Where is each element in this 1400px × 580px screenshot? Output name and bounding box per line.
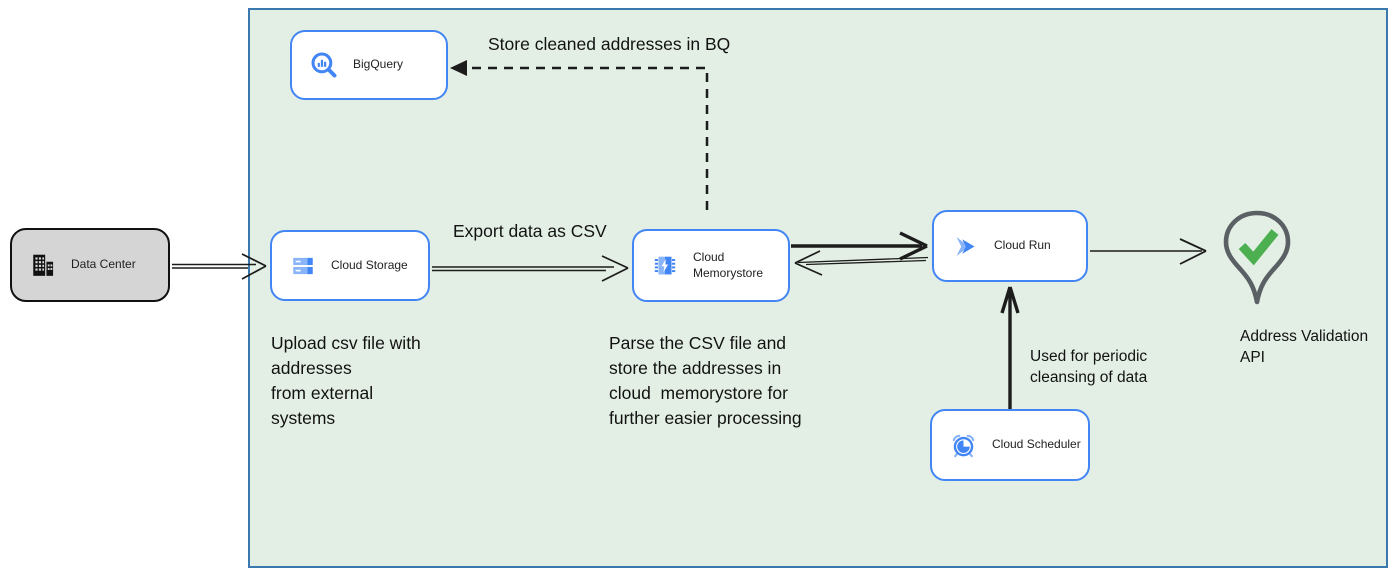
building-icon: [30, 252, 56, 278]
annotation-export-csv: Export data as CSV: [453, 221, 607, 241]
annotation-store-bq: Store cleaned addresses in BQ: [488, 34, 731, 54]
node-bigquery[interactable]: BigQuery: [290, 30, 448, 100]
node-cloud-run-label: Cloud Run: [994, 238, 1051, 253]
address-validation-label: Address Validation API: [1240, 328, 1369, 366]
node-bigquery-label: BigQuery: [353, 57, 404, 72]
node-cloud-scheduler-label: Cloud Scheduler: [992, 437, 1081, 452]
memorystore-chip-icon: [652, 253, 678, 279]
node-cloud-run[interactable]: Cloud Run: [932, 210, 1088, 282]
node-cloud-scheduler[interactable]: Cloud Scheduler: [930, 409, 1090, 481]
node-cloud-storage[interactable]: Cloud Storage: [270, 230, 430, 301]
node-cloud-memorystore-label: Cloud Memorystore: [693, 249, 764, 280]
location-pin-icon: [1223, 210, 1291, 305]
scheduler-clock-icon: [950, 432, 977, 459]
node-data-center[interactable]: Data Center: [10, 228, 170, 302]
node-data-center-label: Data Center: [71, 257, 136, 272]
check-icon: [1238, 229, 1279, 266]
cloud-run-icon: [952, 233, 979, 260]
cloud-storage-icon: [290, 253, 316, 279]
gcp-boundary-box: [248, 8, 1388, 568]
node-cloud-memorystore[interactable]: Cloud Memorystore: [632, 229, 790, 302]
annotation-upload-csv: Upload csv file with addresses from exte…: [271, 333, 421, 428]
bigquery-icon: [310, 51, 338, 79]
annotation-periodic-cleansing: Used for periodic cleansing of data: [1030, 348, 1148, 386]
node-address-validation[interactable]: [1222, 210, 1292, 308]
annotation-parse-csv: Parse the CSV file and store the address…: [609, 333, 802, 428]
node-cloud-storage-label: Cloud Storage: [331, 257, 408, 272]
